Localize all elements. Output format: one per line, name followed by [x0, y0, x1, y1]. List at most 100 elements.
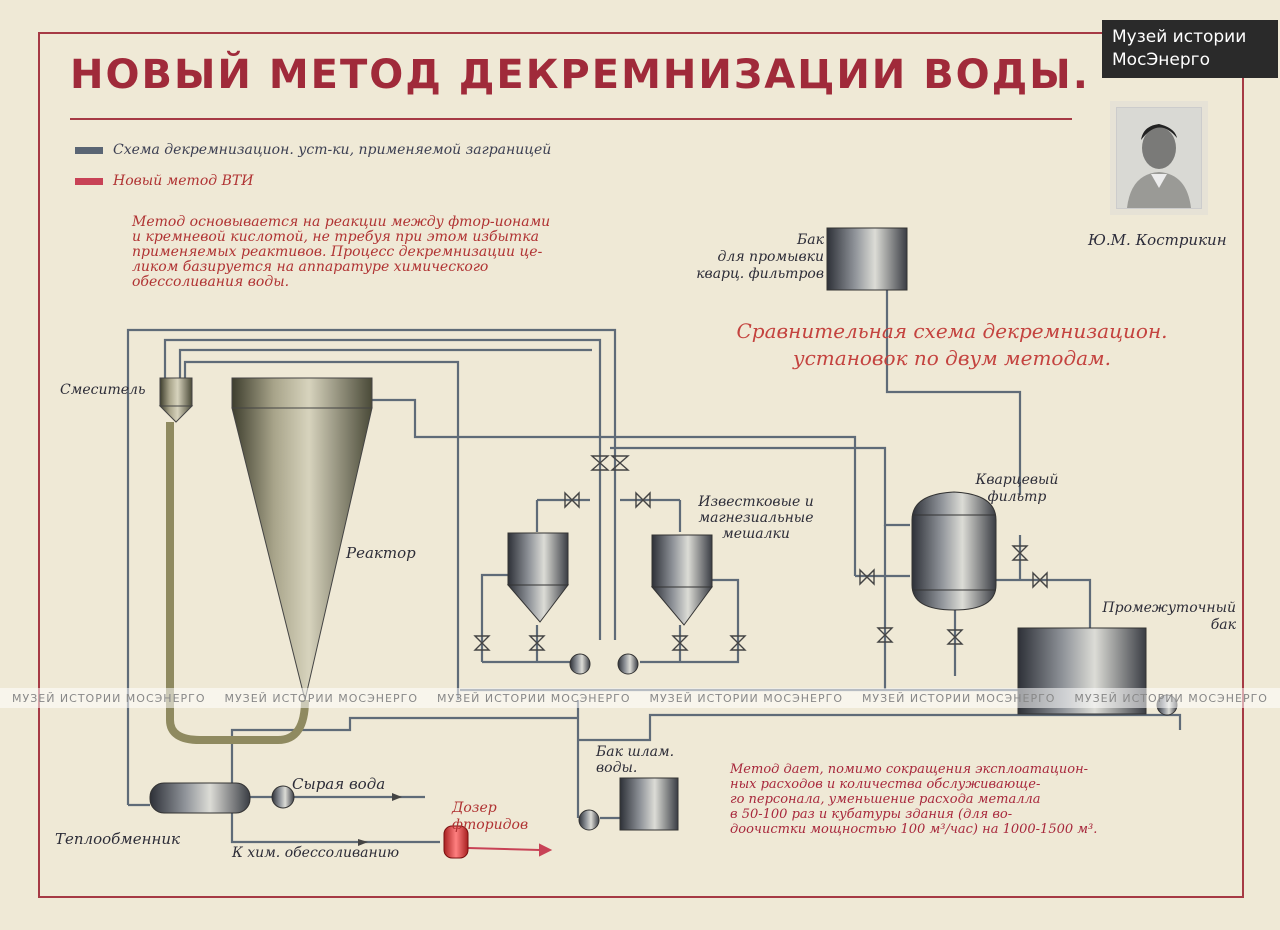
legend-label-vti: Новый метод ВТИ: [113, 173, 254, 189]
pipe-line: [885, 290, 1022, 495]
watermark-text: МУЗЕЙ ИСТОРИИ МОСЭНЕРГО: [436, 691, 631, 705]
label-lime-mixers: Известковые и магнезиальные мешалки: [686, 494, 826, 542]
intro-text: Метод основывается на реакции между фтор…: [132, 215, 550, 290]
pipe-line: [230, 716, 578, 785]
quartz-filter: [911, 491, 997, 611]
label-intermediate-tank: Промежуточный бак: [1086, 600, 1236, 634]
pipe-line: [183, 360, 460, 700]
pump-icon: [617, 653, 639, 675]
pipe-line: [578, 713, 1182, 742]
label-line: Бак шлам.: [596, 744, 675, 760]
result-line: го персонала, уменьшение расхода металла: [730, 792, 1041, 807]
valve-icon: [564, 491, 580, 509]
valve-icon: [610, 455, 630, 471]
flow-arrow: [392, 793, 402, 801]
pipe-line: [230, 812, 440, 844]
label-line: фторидов: [452, 817, 529, 833]
poster-frame: [38, 32, 1244, 898]
flow-arrow: [358, 839, 368, 846]
label-line: Кварцевый: [975, 472, 1059, 488]
pump-icon: [271, 785, 295, 809]
legend-swatch-gray: [75, 146, 103, 154]
label-line: для промывки: [717, 249, 824, 265]
label-fluoride-doser: Дозер фторидов: [452, 800, 528, 834]
result-line: доочистки мощностью 100 м³/час) на 1000-…: [730, 822, 1098, 837]
lime-mixer-1: [506, 532, 570, 623]
label-line: кварц. фильтров: [696, 266, 824, 282]
valve-icon: [528, 635, 546, 651]
watermark-text: МУЗЕЙ ИСТОРИИ МОСЭНЕРГО: [649, 691, 843, 705]
valve-icon: [729, 635, 747, 651]
pump-icon: [569, 653, 591, 675]
red-doser-line: [467, 843, 553, 857]
label-sludge-tank: Бак шлам. воды.: [596, 744, 674, 776]
watermark-text: МУЗЕЙ ИСТОРИИ МОСЭНЕРГО: [1074, 691, 1268, 705]
valves: [473, 455, 1048, 651]
intro-line: Метод основывается на реакции между фтор…: [132, 214, 551, 230]
heat-exchanger: [149, 782, 251, 814]
subtitle-line: Сравнительная схема декремнизацион.: [736, 319, 1168, 343]
label-line: Известковые и: [698, 494, 814, 510]
label-line: мешалки: [722, 526, 790, 542]
pipe-line: [178, 348, 592, 380]
result-line: в 50-100 раз и кубатуры здания (для во-: [730, 807, 1013, 822]
label-wash-tank: Бак для промывки кварц. фильтров: [692, 232, 824, 283]
legend-swatch-red: [75, 177, 103, 185]
museum-logo-line1: Музей истории: [1112, 27, 1247, 47]
portrait-icon: [1117, 108, 1201, 208]
title-underline: [70, 118, 1072, 120]
label-line: Бак: [797, 232, 824, 248]
pump-icon: [578, 809, 600, 831]
label-to-demineralization: К хим. обессоливанию: [232, 845, 400, 861]
mixer-unit: [158, 377, 309, 744]
intro-line: применяемых реактивов. Процесс декремниз…: [132, 244, 543, 260]
label-mixer: Смеситель: [60, 382, 146, 398]
portrait-name: Ю.М. Кострикин: [1088, 231, 1227, 249]
watermark-text: МУЗЕЙ ИСТОРИИ МОСЭНЕРГО: [224, 691, 419, 705]
label-reactor: Реактор: [346, 544, 416, 562]
label-line: Дозер: [452, 800, 497, 816]
valve-icon: [1032, 571, 1048, 589]
valve-icon: [876, 627, 894, 643]
label-line: воды.: [596, 760, 638, 776]
legend-item-vti: Новый метод ВТИ: [75, 173, 253, 189]
lime-mixer-2: [650, 534, 713, 626]
label-line: бак: [1210, 617, 1236, 633]
result-line: ных расходов и количества обслуживающе-: [730, 777, 1041, 792]
valve-icon: [671, 635, 689, 651]
legend-label-foreign: Схема декремнизацион. уст-ки, применяемо…: [113, 142, 552, 158]
intro-line: ликом базируется на аппаратуре химическо…: [132, 259, 489, 275]
pipe-line: [163, 338, 602, 640]
valve-icon: [590, 455, 610, 471]
valve-icon: [859, 568, 875, 586]
pipe-line: [480, 573, 508, 662]
label-line: магнезиальные: [698, 510, 814, 526]
label-heat-exchanger: Теплообменник: [55, 830, 181, 848]
label-raw-water: Сырая вода: [292, 775, 386, 793]
result-line: Метод дает, помимо сокращения эксплоатац…: [730, 762, 1089, 777]
portrait-photo: [1116, 107, 1202, 209]
poster-title: НОВЫЙ МЕТОД ДЕКРЕМНИЗАЦИИ ВОДЫ.: [70, 52, 1090, 98]
watermark-band: МУЗЕЙ ИСТОРИИ МОСЭНЕРГО МУЗЕЙ ИСТОРИИ МО…: [0, 688, 1280, 708]
subtitle: Сравнительная схема декремнизацион. уста…: [672, 318, 1232, 372]
pipe-line: [995, 578, 1092, 628]
watermark-text: МУЗЕЙ ИСТОРИИ МОСЭНЕРГО: [12, 691, 206, 705]
valve-icon: [473, 635, 491, 651]
pipe-line: [126, 328, 617, 805]
fluoride-doser: [443, 825, 469, 859]
wash-tank: [826, 227, 908, 291]
pipe-line: [640, 578, 740, 664]
valve-icon: [946, 629, 964, 645]
intro-line: обессоливания воды.: [132, 274, 290, 290]
label-quartz-filter: Кварцевый фильтр: [962, 472, 1072, 506]
legend-item-foreign: Схема декремнизацион. уст-ки, применяемо…: [75, 142, 551, 158]
valve-icon: [1011, 545, 1029, 561]
sludge-tank: [619, 777, 679, 831]
pipe-network: [126, 290, 1182, 844]
museum-logo-line2: МосЭнерго: [1112, 50, 1210, 70]
reactor-cone: [231, 377, 373, 701]
label-line: Промежуточный: [1102, 600, 1236, 616]
pipe-line: [610, 446, 910, 527]
